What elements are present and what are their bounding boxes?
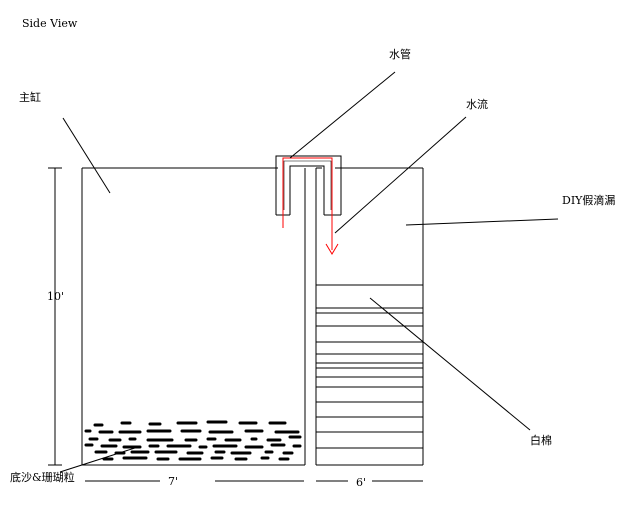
white-cotton-layer xyxy=(315,284,424,309)
white-cotton-label: 白棉 xyxy=(530,433,552,447)
height-dimension xyxy=(48,167,62,466)
height-label: 10' xyxy=(47,290,64,303)
flow-arrow xyxy=(282,157,339,255)
diagram-title: Side View xyxy=(22,17,78,30)
filter-layers xyxy=(315,284,424,449)
siphon-pipe xyxy=(275,155,342,216)
main-tank xyxy=(81,167,306,466)
water-pipe-label: 水管 xyxy=(389,47,411,61)
water-flow-label: 水流 xyxy=(466,97,488,111)
diy-sump xyxy=(315,167,424,466)
substrate-label: 底沙&珊瑚粒 xyxy=(10,470,75,484)
substrate-gravel xyxy=(84,420,302,461)
main-tank-label: 主缸 xyxy=(19,90,41,104)
sump-width-label: 6' xyxy=(356,476,366,489)
leader-lines xyxy=(59,71,559,473)
diy-sump-label: DIY假滴漏 xyxy=(562,193,615,207)
main-width-label: 7' xyxy=(168,475,178,488)
